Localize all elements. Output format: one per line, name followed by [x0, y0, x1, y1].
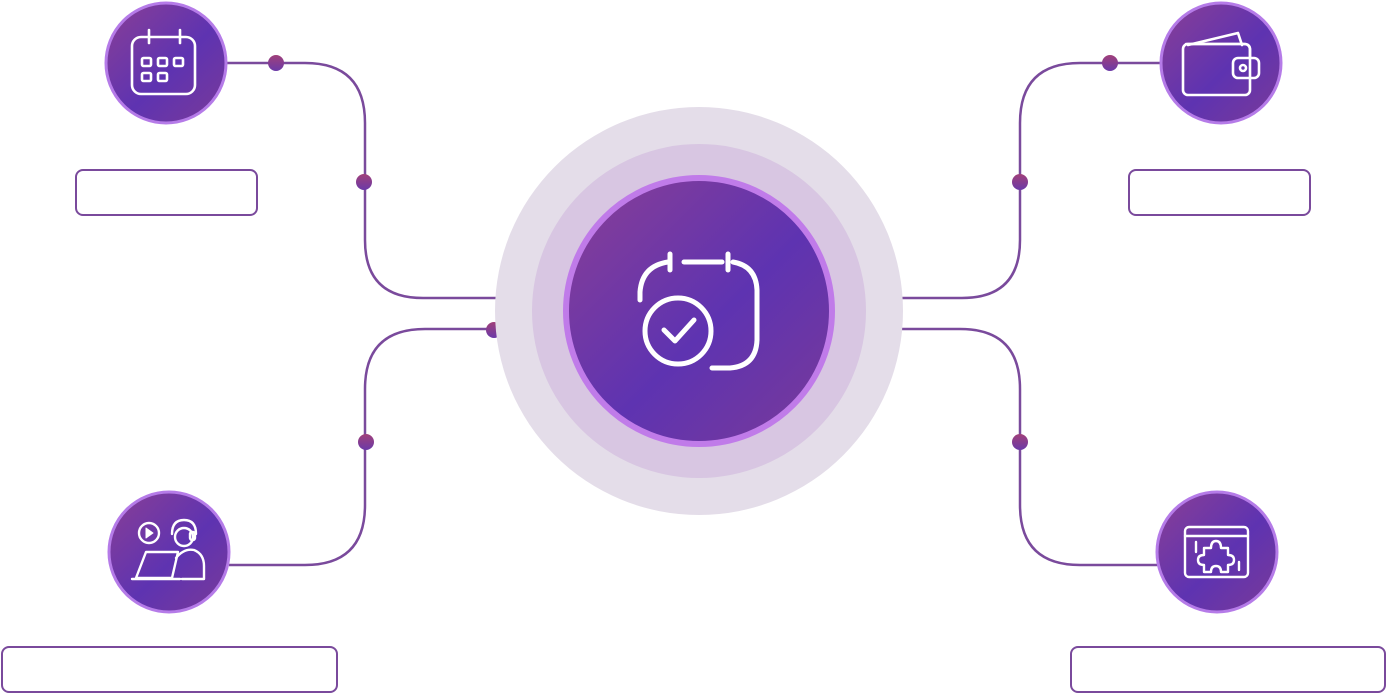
connector-dot [1012, 434, 1028, 450]
node-bottom-right [1155, 490, 1279, 614]
connector-dot [356, 174, 372, 190]
node-top-left [104, 1, 228, 125]
calendar-icon [130, 28, 197, 96]
connector-dot [1012, 174, 1028, 190]
support-agent-video-icon [130, 518, 206, 581]
puzzle-plugin-icon [1183, 525, 1250, 579]
connector-dot [358, 434, 374, 450]
connector-dot [1102, 55, 1118, 71]
center-node [563, 175, 835, 447]
label-box-top-right [1128, 169, 1311, 216]
label-box-bottom-left [1, 646, 338, 693]
connector-dots [268, 55, 1118, 450]
connector-dot [268, 55, 284, 71]
node-top-right [1159, 1, 1283, 125]
node-bottom-left [107, 490, 231, 614]
wallet-icon [1181, 31, 1261, 97]
label-box-bottom-right [1070, 646, 1386, 693]
center-hub [495, 107, 903, 515]
label-box-top-left [75, 169, 258, 216]
calendar-check-icon [637, 251, 760, 371]
